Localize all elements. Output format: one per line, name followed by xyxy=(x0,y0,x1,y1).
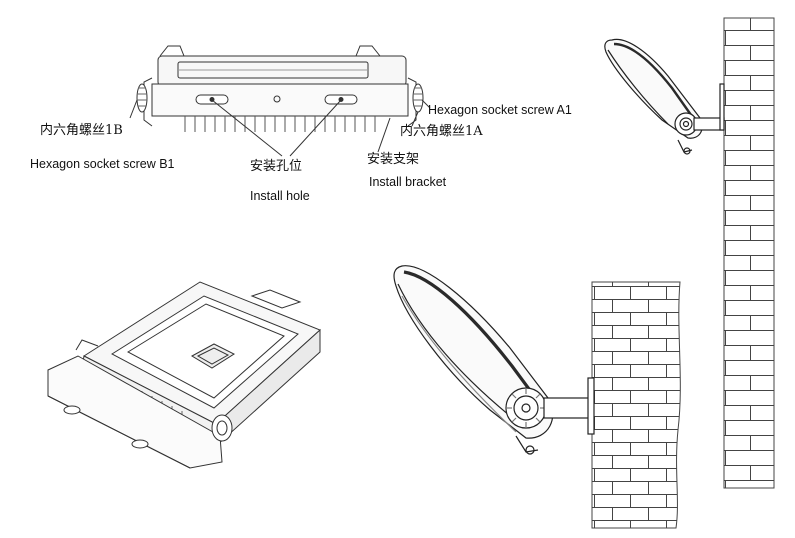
label-install-hole-en: Install hole xyxy=(250,189,310,203)
side-view-lamp-large xyxy=(393,265,595,455)
wall-bottom-right xyxy=(591,281,681,529)
leader-lines xyxy=(129,99,431,157)
front-view-lamp xyxy=(136,45,424,132)
label-screw-a1-cn: 内六角螺丝1A xyxy=(400,124,483,139)
side-view-lamp-small xyxy=(604,38,725,155)
label-install-bracket-en: Install bracket xyxy=(369,175,447,189)
label-install-bracket-cn: 安装支架 xyxy=(367,152,420,167)
label-screw-b1-en: Hexagon socket screw B1 xyxy=(30,157,175,171)
label-install-hole-cn: 安装孔位 xyxy=(250,159,303,174)
wall-right-tall xyxy=(723,17,775,489)
label-screw-b1-cn: 内六角螺丝1B xyxy=(40,123,123,138)
label-screw-a1-en: Hexagon socket screw A1 xyxy=(428,103,572,117)
isometric-lamp xyxy=(47,281,321,469)
